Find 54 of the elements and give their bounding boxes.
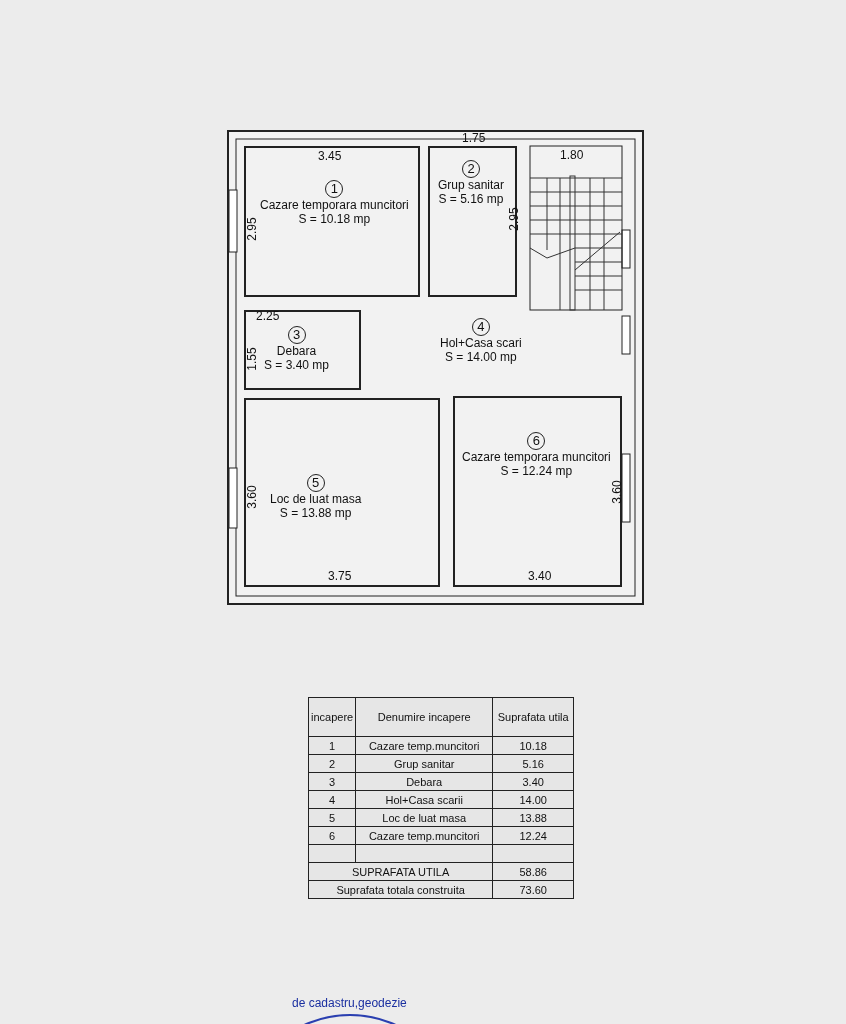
room-outline xyxy=(244,310,361,390)
dimension-label: 3.60 xyxy=(244,485,259,509)
room-name: Cazare temporara muncitori xyxy=(462,450,611,464)
table-cell: 1 xyxy=(308,736,356,755)
total-label-cell: SUPRAFATA UTILA xyxy=(308,862,493,881)
table-cell: 2 xyxy=(308,754,356,773)
stamp-text: de cadastru,geodezie xyxy=(292,996,407,1010)
table-cell: Cazare temp.muncitori xyxy=(355,736,493,755)
room-area: S = 5.16 mp xyxy=(438,192,505,206)
table-cell: 6 xyxy=(308,826,356,845)
dimension-label: 1.75 xyxy=(462,131,486,145)
table-cell: 10.18 xyxy=(492,736,574,755)
room-area: S = 14.00 mp xyxy=(440,350,522,364)
total-value-cell: 58.86 xyxy=(492,862,574,881)
dimension-label: 2.95 xyxy=(506,207,521,231)
header-cell: Denumire incapere xyxy=(355,697,493,737)
header-cell: incapere xyxy=(308,697,356,737)
table-cell: 12.24 xyxy=(492,826,574,845)
dimension-label: 1.80 xyxy=(560,148,584,162)
dimension-label: 3.75 xyxy=(328,569,352,583)
table-cell: Debara xyxy=(355,772,493,791)
room-name: Hol+Casa scari xyxy=(440,336,522,350)
table-cell: Grup sanitar xyxy=(355,754,493,773)
room-area: S = 12.24 mp xyxy=(462,464,611,478)
room-outline xyxy=(244,146,420,297)
table-cell: Cazare temp.muncitori xyxy=(355,826,493,845)
dimension-label: 3.60 xyxy=(609,480,624,504)
dimension-label: 3.45 xyxy=(318,149,342,163)
table-cell: 5 xyxy=(308,808,356,827)
room-name: Grup sanitar xyxy=(438,178,505,192)
header-cell: Suprafata utila xyxy=(492,697,574,737)
table-cell: Loc de luat masa xyxy=(355,808,493,827)
room-outline xyxy=(244,398,440,587)
table-cell: 5.16 xyxy=(492,754,574,773)
room-name: Debara xyxy=(275,344,318,358)
room-outline xyxy=(453,396,622,587)
room-area: S = 10.18 mp xyxy=(260,212,409,226)
room-outline xyxy=(428,146,517,297)
table-cell: 3.40 xyxy=(492,772,574,791)
dimension-label: 3.40 xyxy=(528,569,552,583)
dimension-label: 2.25 xyxy=(256,309,280,323)
total-value-cell: 73.60 xyxy=(492,880,574,899)
total-label-cell: Suprafata totala construita xyxy=(308,880,493,899)
room-name: Loc de luat masa xyxy=(270,492,362,506)
dimension-label: 2.95 xyxy=(244,217,259,241)
table-cell: 13.88 xyxy=(492,808,574,827)
table-cell: 14.00 xyxy=(492,790,574,809)
table-cell: Hol+Casa scarii xyxy=(355,790,493,809)
table-cell: 3 xyxy=(308,772,356,791)
table-cell: 4 xyxy=(308,790,356,809)
dimension-label: 1.55 xyxy=(244,347,259,371)
room-area: S = 13.88 mp xyxy=(270,506,362,520)
room-area: S = 3.40 mp xyxy=(264,358,330,372)
room-name: Cazare temporara muncitori xyxy=(260,198,409,212)
